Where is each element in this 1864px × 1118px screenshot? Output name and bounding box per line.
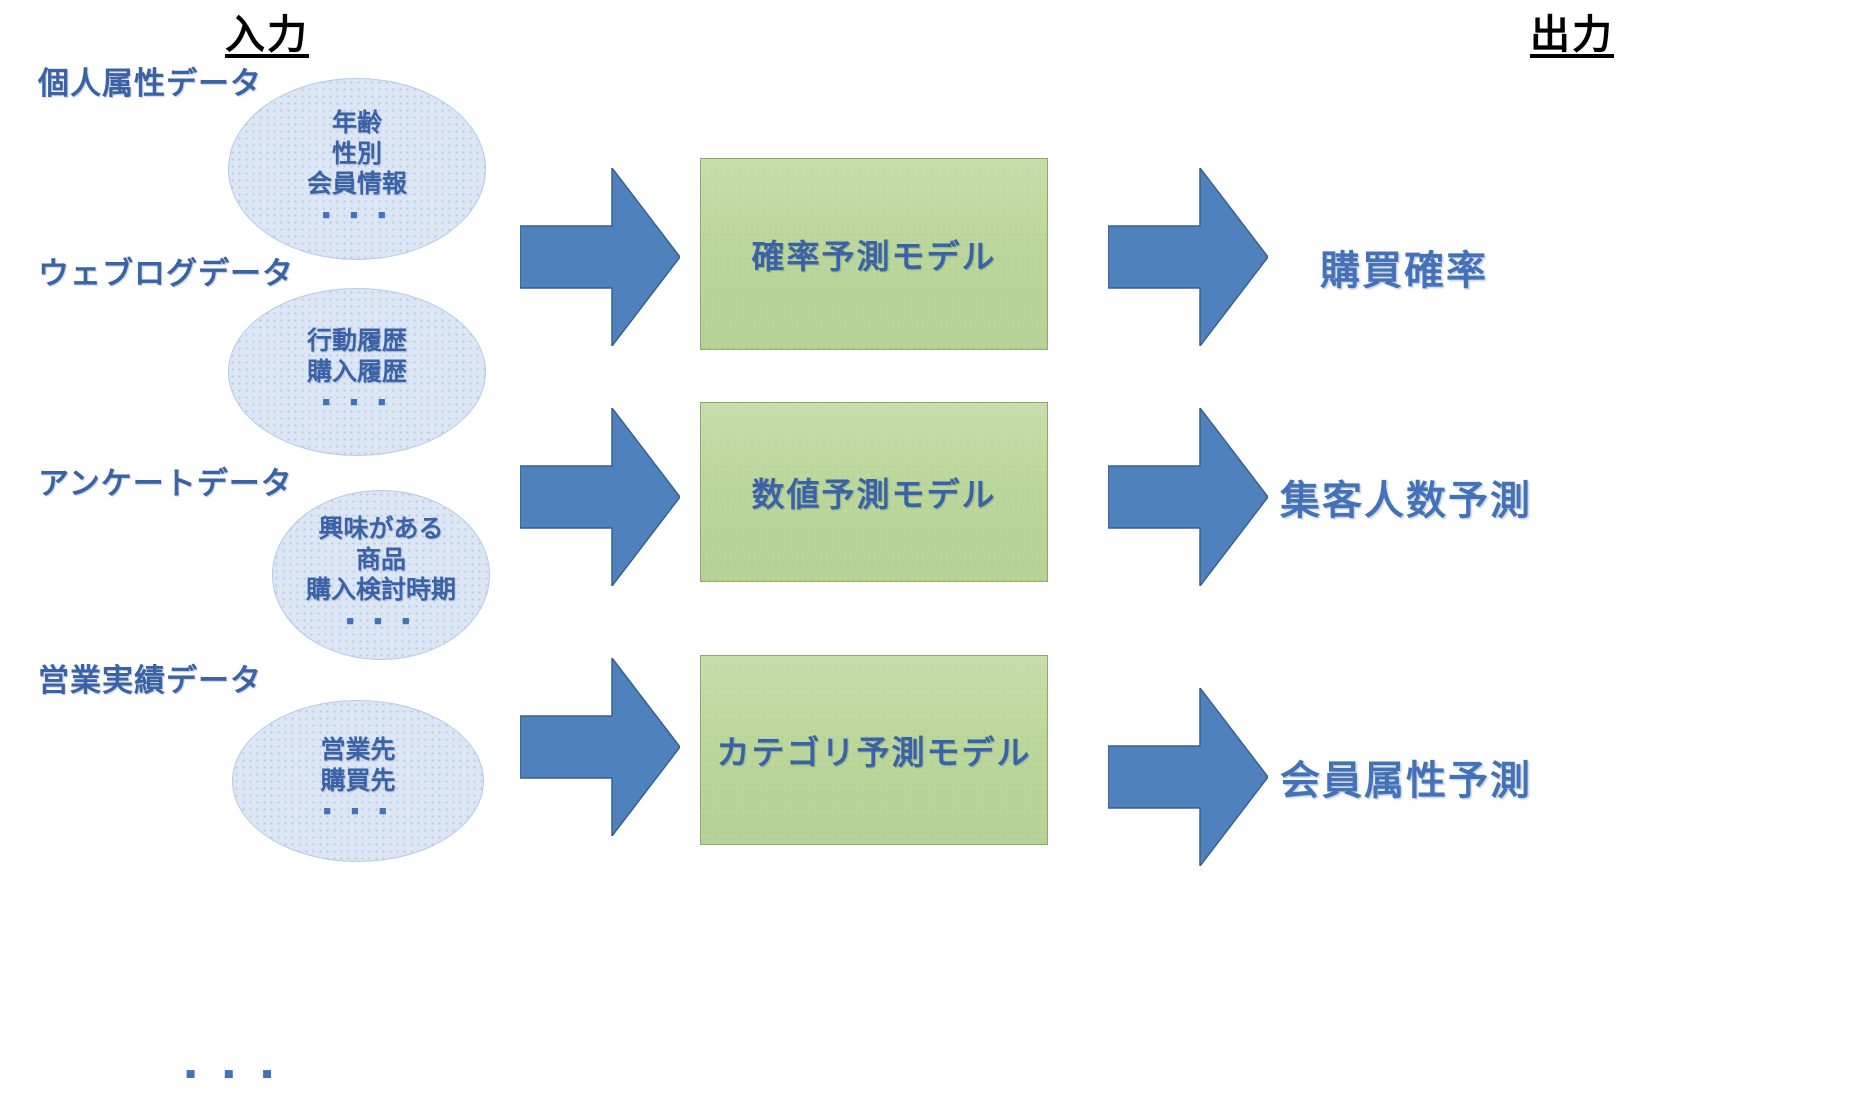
output-label-member-attribute-forecast: 会員属性予測 bbox=[1280, 759, 1532, 803]
column-header-output: 出力 bbox=[1530, 13, 1614, 57]
input-label-personal-attributes: 個人属性データ bbox=[38, 66, 262, 101]
bubble-line: 購買先 bbox=[320, 766, 396, 795]
input-bubble-personal-attributes: 年齢 性別 会員情報 ▪ ▪ ▪ bbox=[228, 78, 486, 260]
bubble-line: 性別 bbox=[331, 139, 382, 168]
bubble-ellipsis: ▪ ▪ ▪ bbox=[321, 388, 393, 417]
input-bubble-survey: 興味がある 商品 購入検討時期 ▪ ▪ ▪ bbox=[272, 490, 490, 660]
bubble-ellipsis: ▪ ▪ ▪ bbox=[345, 606, 417, 635]
input-list-ellipsis: ▪ ▪ ▪ bbox=[185, 1055, 282, 1091]
arrow-right-icon-input-to-model-2 bbox=[520, 408, 680, 586]
arrow-right-icon-input-to-model-3 bbox=[520, 658, 680, 836]
input-bubble-weblog: 行動履歴 購入履歴 ▪ ▪ ▪ bbox=[228, 288, 486, 456]
bubble-line: 会員情報 bbox=[306, 170, 407, 198]
bubble-line: 購入履歴 bbox=[306, 357, 407, 386]
model-box-category: カテゴリ予測モデル bbox=[700, 655, 1048, 845]
bubble-line: 行動履歴 bbox=[306, 327, 407, 356]
bubble-line: 年齢 bbox=[331, 109, 382, 137]
model-box-probability: 確率予測モデル bbox=[700, 158, 1048, 350]
input-label-weblog: ウェブログデータ bbox=[38, 256, 294, 291]
model-label: 確率予測モデル bbox=[751, 238, 997, 275]
column-header-input: 入力 bbox=[225, 13, 309, 57]
output-label-visitor-count-forecast: 集客人数予測 bbox=[1280, 479, 1532, 523]
bubble-ellipsis: ▪ ▪ ▪ bbox=[321, 200, 393, 229]
input-label-survey: アンケートデータ bbox=[38, 466, 293, 501]
bubble-line: 購入検討時期 bbox=[305, 576, 456, 604]
arrow-right-icon-model-to-output-1 bbox=[1108, 168, 1268, 346]
bubble-line: 営業先 bbox=[320, 736, 396, 765]
output-label-purchase-probability: 購買確率 bbox=[1320, 249, 1488, 293]
arrow-right-icon-model-to-output-3 bbox=[1108, 688, 1268, 866]
model-label: 数値予測モデル bbox=[751, 476, 997, 513]
arrow-right-icon-input-to-model-1 bbox=[520, 168, 680, 346]
model-label: カテゴリ予測モデル bbox=[716, 734, 1032, 771]
input-bubble-sales-results: 営業先 購買先 ▪ ▪ ▪ bbox=[232, 700, 484, 862]
model-box-numeric: 数値予測モデル bbox=[700, 402, 1048, 582]
bubble-ellipsis: ▪ ▪ ▪ bbox=[322, 797, 394, 826]
input-label-sales-results: 営業実績データ bbox=[38, 663, 262, 698]
arrow-right-icon-model-to-output-2 bbox=[1108, 408, 1268, 586]
bubble-line: 商品 bbox=[355, 545, 406, 574]
bubble-line: 興味がある bbox=[318, 515, 444, 543]
